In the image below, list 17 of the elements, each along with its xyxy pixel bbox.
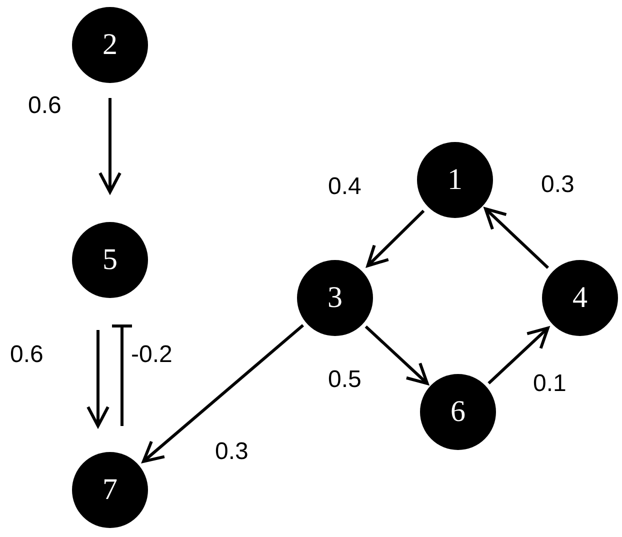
arrow: [366, 210, 425, 268]
node-number: 6: [450, 397, 466, 427]
node-number: 4: [572, 283, 588, 313]
arrow: [86, 330, 110, 428]
node-number: 7: [102, 475, 118, 505]
arrow: [488, 326, 550, 384]
node-circle: [417, 142, 493, 218]
node-number: 3: [328, 283, 342, 313]
arrow: [142, 324, 304, 463]
node-circle: [420, 374, 496, 450]
inhibition-line: [110, 324, 134, 426]
arrow: [364, 325, 429, 385]
node-number: 1: [448, 165, 462, 195]
arrow: [98, 98, 122, 194]
arrow: [484, 207, 550, 269]
node-number: 2: [102, 30, 118, 60]
node-number: 5: [102, 245, 118, 275]
